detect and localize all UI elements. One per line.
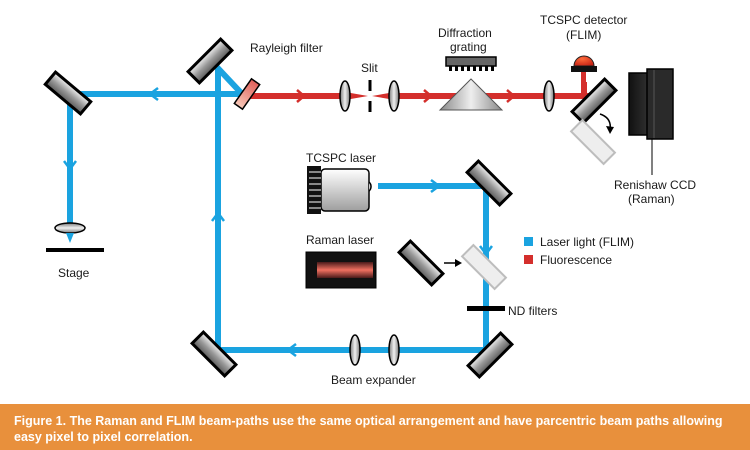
detector-lens (543, 80, 555, 112)
slit-lens-right (388, 80, 400, 112)
tcspc-detector-label-2: (FLIM) (566, 28, 601, 42)
fluorescence-direction-arrows (296, 89, 516, 103)
slit-lens-left (339, 80, 351, 112)
rotate-arrow-icon (599, 113, 614, 134)
legend-label-laser: Laser light (FLIM) (540, 235, 634, 249)
top-mirror (185, 36, 235, 86)
diffraction-grating (438, 56, 504, 111)
bottom-left-mirror (189, 329, 239, 379)
slit-label: Slit (361, 61, 378, 75)
detector-switch-mirror-alt-position (569, 118, 617, 166)
tcspc-laser-mirror (464, 158, 514, 208)
renishaw-ccd-label-1: Renishaw CCD (614, 178, 696, 192)
tcspc-laser (307, 166, 372, 214)
beam-expander (349, 334, 400, 366)
legend: Laser light (FLIM) Fluorescence (524, 235, 634, 267)
legend-swatch-laser (524, 237, 533, 246)
legend-swatch-fluorescence (524, 255, 533, 264)
diffraction-grating-label-2: grating (450, 40, 487, 54)
laser-beam-path (67, 61, 489, 353)
renishaw-ccd (628, 68, 674, 140)
switch-arrow-icon (444, 259, 462, 267)
raman-laser-mirror-alt-position (460, 243, 508, 291)
fluorescence-beam-path (246, 82, 598, 99)
laser-direction-arrows (63, 87, 493, 357)
objective-lens (54, 222, 86, 243)
raman-laser (305, 251, 377, 289)
stage-mirror (43, 69, 93, 117)
legend-label-fluorescence: Fluorescence (540, 253, 612, 267)
tcspc-detector (571, 55, 597, 82)
nd-filters-label: ND filters (508, 304, 557, 318)
bottom-right-mirror (465, 330, 515, 380)
nd-filters (467, 306, 505, 311)
stage-label: Stage (58, 266, 90, 280)
tcspc-laser-label: TCSPC laser (306, 151, 376, 165)
slit-focus (345, 92, 395, 100)
detector-switch-mirror (569, 76, 619, 126)
raman-laser-label: Raman laser (306, 233, 374, 247)
optical-diagram: Laser light (FLIM) Fluorescence Rayleigh… (43, 13, 696, 387)
diagram-panel (0, 0, 750, 404)
sample-stage (46, 248, 104, 252)
renishaw-ccd-label-2: (Raman) (628, 192, 675, 206)
rayleigh-filter-label: Rayleigh filter (250, 41, 323, 55)
rayleigh-filter (233, 77, 261, 111)
raman-laser-mirror (396, 238, 446, 288)
figure-caption: Figure 1. The Raman and FLIM beam-paths … (0, 404, 750, 450)
beam-expander-label: Beam expander (331, 373, 416, 387)
tcspc-detector-label-1: TCSPC detector (540, 13, 627, 27)
diffraction-grating-label-1: Diffraction (438, 26, 492, 40)
